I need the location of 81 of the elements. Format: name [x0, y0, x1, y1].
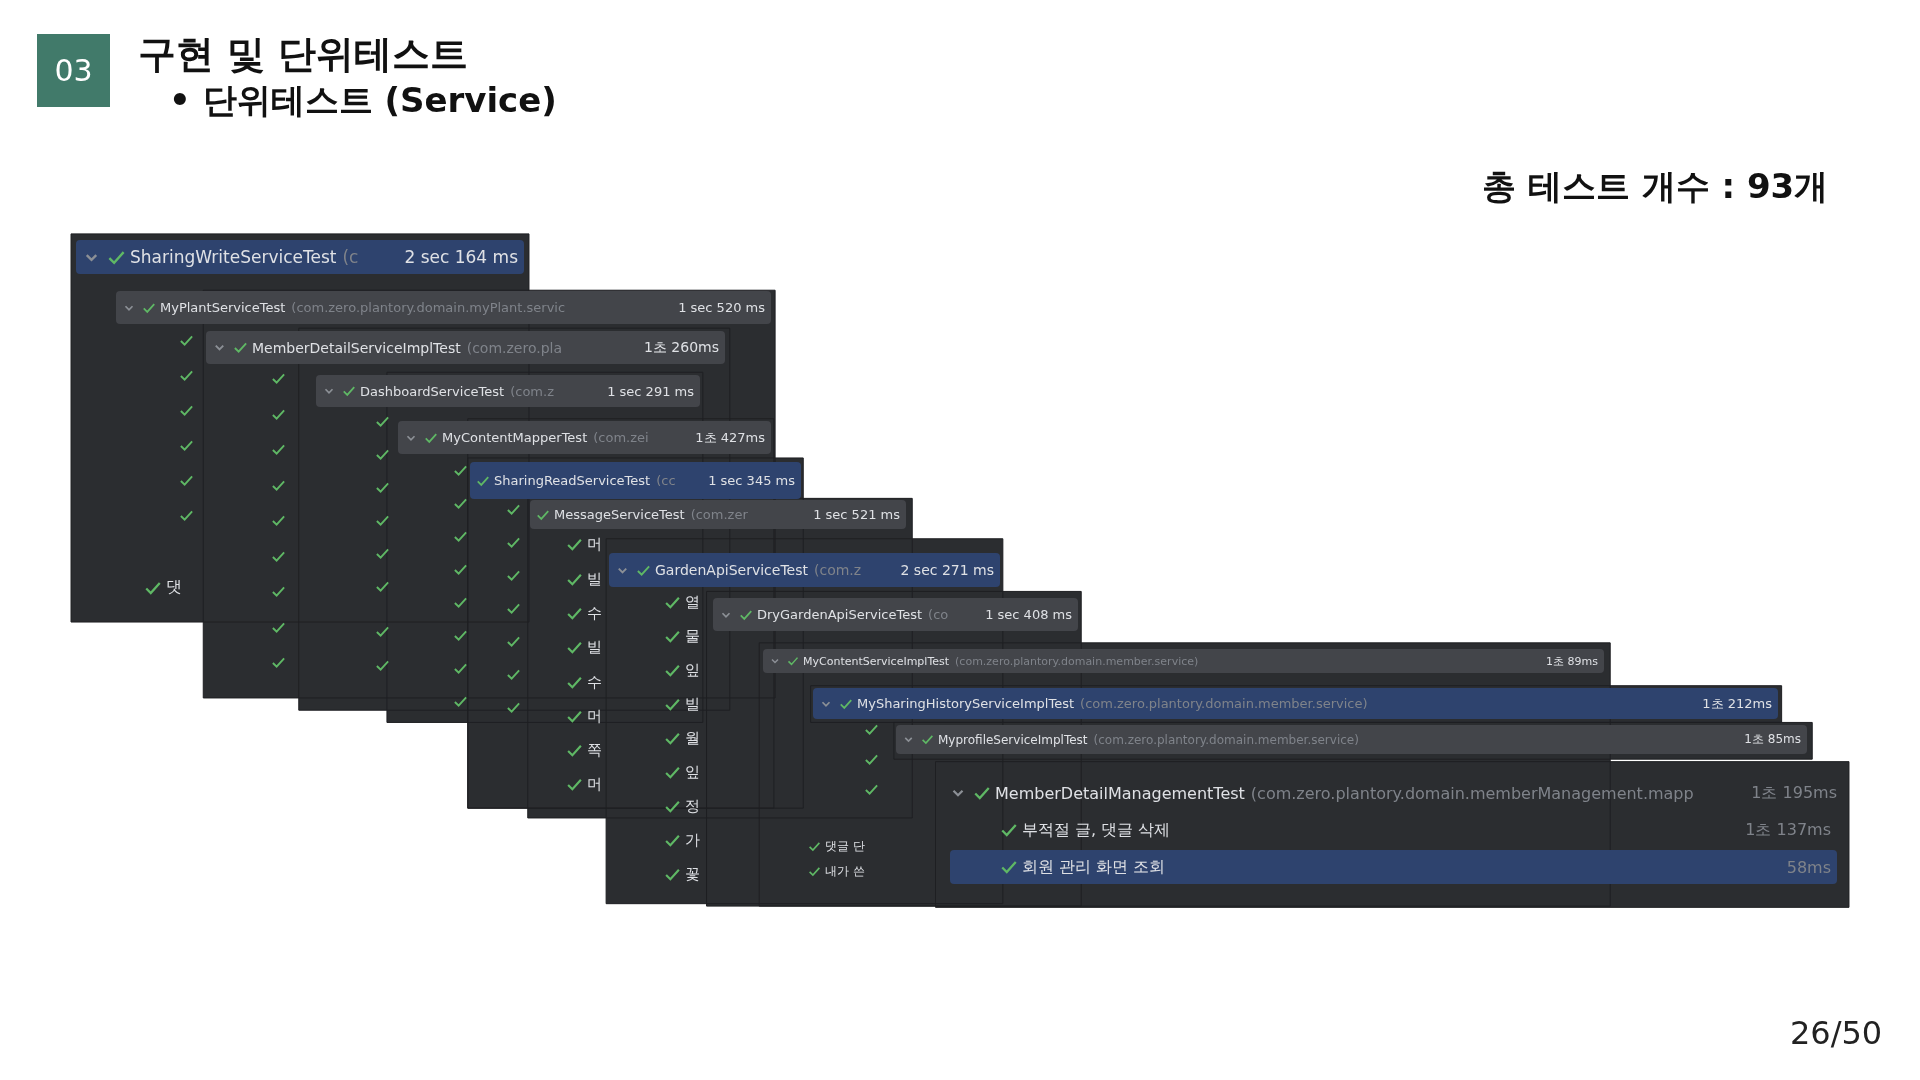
test-name: MyPlantServiceTest: [160, 300, 286, 315]
package-name: (com.zer: [690, 507, 748, 522]
test-name: 열: [685, 593, 700, 612]
test-name: 빌: [685, 695, 700, 714]
duration: 1초 85ms: [1743, 731, 1802, 748]
page-number: 26/50: [1790, 1014, 1883, 1052]
selected-row: [950, 850, 1837, 884]
package-name: (com.z: [814, 562, 862, 578]
duration: 1초 260ms: [643, 338, 720, 357]
panel-header: [470, 462, 801, 499]
test-name: 수: [587, 604, 602, 623]
duration: 1초 212ms: [1701, 694, 1773, 713]
package-name: (com.zero.plantory.domain.myPlant.servic: [291, 300, 566, 315]
slide-title: 구현 및 단위테스트: [138, 31, 469, 78]
duration: 1 sec 408 ms: [984, 607, 1073, 622]
duration: 1 sec 520 ms: [677, 300, 766, 315]
panel-header: [530, 500, 906, 529]
panel-header: [896, 725, 1807, 754]
test-name: MemberDetailManagementTest: [995, 783, 1245, 803]
section-number: 03: [37, 34, 110, 107]
test-name: 잎: [685, 661, 700, 680]
test-name: 머: [587, 535, 602, 554]
test-name: 물: [685, 627, 700, 646]
panel-header: [116, 291, 771, 324]
duration: 1 sec 345 ms: [707, 473, 796, 488]
panel-header: [316, 375, 700, 407]
package-name: (com.zero.plantory.domain.memberManagement.mapp: [1250, 783, 1694, 803]
subtitle: • 단위테스트 (Service): [169, 79, 557, 122]
test-name: MemberDetailServiceImplTest: [252, 339, 461, 356]
test-name: SharingReadServiceTest: [494, 473, 651, 488]
test-name: MyContentServiceImplTest: [803, 654, 950, 668]
panel-header: [763, 649, 1604, 673]
test-name: 내가 쓴: [825, 863, 865, 880]
duration: 2 sec 164 ms: [403, 247, 519, 267]
test-name: MessageServiceTest: [554, 507, 685, 522]
panel-header: [713, 598, 1078, 631]
package-name: (com.zero.plantory.domain.member.service): [1080, 696, 1368, 711]
package-name: (com.zero.plantory.domain.member.service): [1093, 732, 1359, 747]
test-name: DryGardenApiServiceTest: [757, 607, 923, 622]
duration: 1 sec 291 ms: [606, 383, 695, 399]
duration: 2 sec 271 ms: [899, 562, 995, 578]
duration: 1초 427ms: [694, 428, 766, 447]
test-name: DashboardServiceTest: [360, 383, 505, 399]
panel-header: [206, 331, 725, 364]
test-name: MyContentMapperTest: [442, 430, 588, 445]
panel-header: [398, 421, 771, 454]
package-name: (c: [342, 247, 359, 267]
panel-header: [813, 688, 1778, 719]
test-name: 월: [685, 729, 700, 748]
test-name: 댓: [166, 577, 182, 598]
test-name: GardenApiServiceTest: [655, 562, 808, 578]
test-name: 수: [587, 673, 602, 692]
test-name: 댓글 단: [825, 838, 865, 855]
test-name: MySharingHistoryServiceImplTest: [857, 696, 1075, 711]
duration: 1 sec 521 ms: [812, 507, 901, 522]
test-name: 정: [685, 797, 700, 816]
test-name: MyprofileServiceImplTest: [938, 732, 1088, 747]
panel-header: [76, 240, 524, 274]
test-name: 빌: [587, 638, 602, 657]
test-name: 머: [587, 775, 602, 794]
test-name: 부적절 글, 댓글 삭제: [1022, 819, 1171, 841]
test-name: 빌: [587, 570, 602, 589]
test-name: 회원 관리 화면 조회: [1022, 856, 1166, 878]
duration: 1초 89ms: [1545, 653, 1599, 669]
test-name: 가: [685, 831, 700, 850]
package-name: (co: [928, 607, 949, 622]
duration: 1초 195ms: [1750, 782, 1838, 804]
test-name: 머: [587, 707, 602, 726]
package-name: (com.zero.pla: [466, 339, 563, 356]
package-name: (com.zei: [593, 430, 649, 445]
package-name: (com.z: [510, 383, 554, 399]
duration: 1초 137ms: [1744, 819, 1832, 841]
duration: 58ms: [1785, 857, 1832, 877]
package-name: (com.zero.plantory.domain.member.service): [955, 654, 1199, 668]
test-name: 꽃: [685, 865, 700, 884]
package-name: (cc: [656, 473, 676, 488]
panel-header: [609, 553, 1000, 587]
total-count-note: 총 테스트 개수 : 93개: [1482, 165, 1829, 208]
test-name: 쪽: [587, 741, 602, 760]
test-name: SharingWriteServiceTest: [130, 247, 337, 267]
test-name: 잎: [685, 763, 700, 782]
